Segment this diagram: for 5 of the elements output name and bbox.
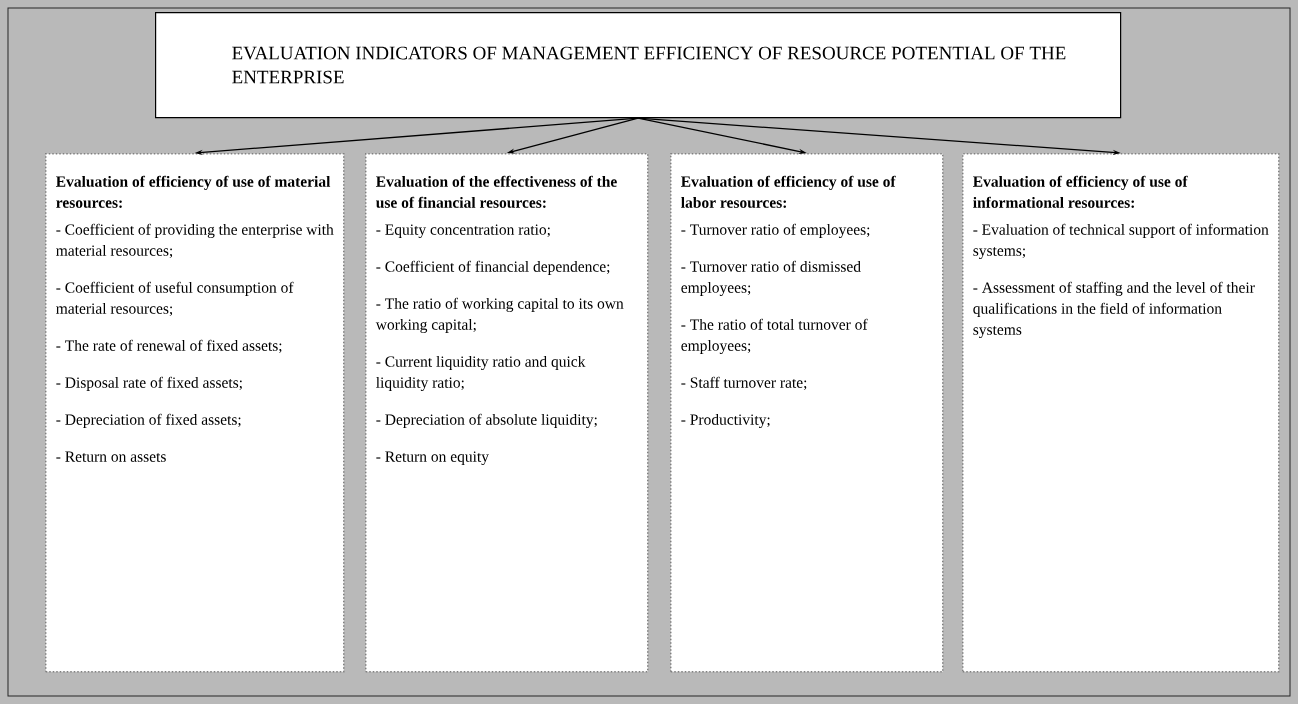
category-box: Evaluation of efficiency of use of labor resources: - Turnover ratio of employees; - Turnover ratio of dismissed employees; - The ratio of total turnover of employees; - Staff turnover rate; - Productivity; <box>670 153 944 673</box>
title-box: EVALUATION INDICATORS OF MANAGEMENT EFFICIENCY OF RESOURCE POTENTIAL OF THE ENTERPRISE <box>155 12 1122 119</box>
category-box: Evaluation of efficiency of use of material resources: - Coefficient of providing the enterprise with material resources; - Coefficient of useful consumption of material resources; - The rate of renewal of fixed assets; - Disposal rate of fixed assets; - Depreciation of fixed assets; - Return on assets <box>45 153 345 673</box>
category-box: Evaluation of efficiency of use of informational resources: - Evaluation of technical support of information systems; - Assessment of staffing and the level of their qualifications in the field of information systems <box>962 153 1280 673</box>
category-box: Evaluation of the effectiveness of the use of financial resources: - Equity concentration ratio; - Coefficient of financial dependence; - The ratio of working capital to its own working capital; - Current liquidity ratio and quick liquidity ratio; - Depreciation of absolute liquidity; - Return on equity <box>365 153 649 673</box>
